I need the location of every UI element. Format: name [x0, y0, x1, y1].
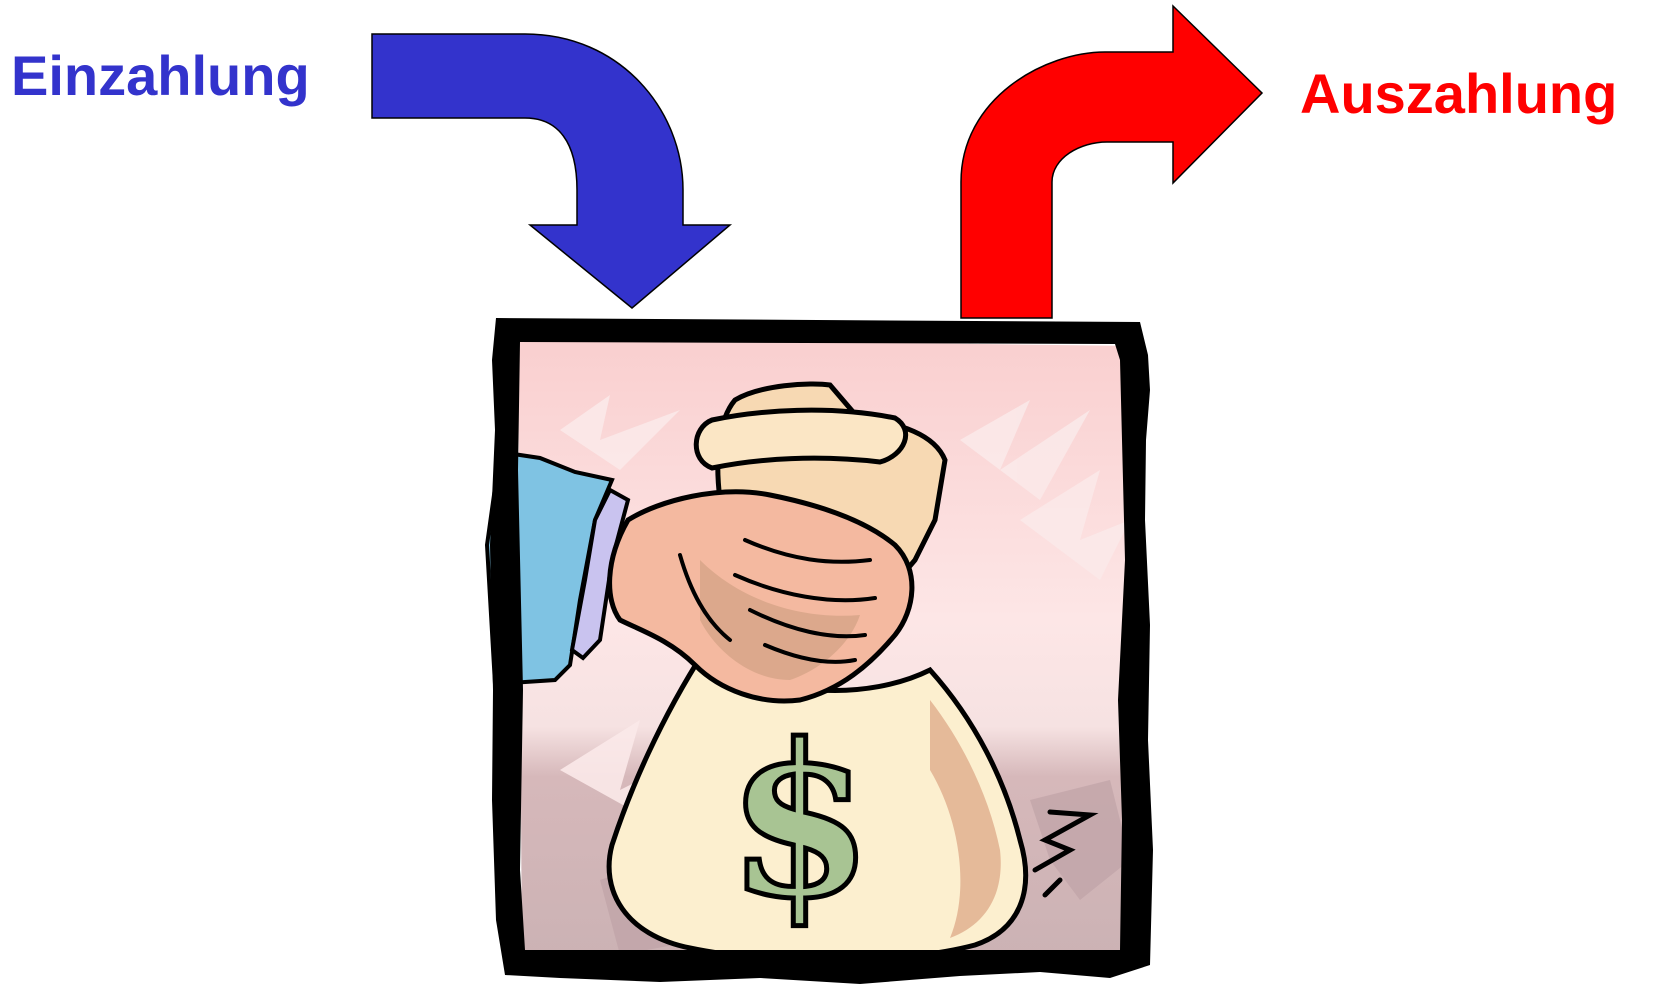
money-bag-picture: $	[487, 318, 1153, 984]
inflow-arrow	[372, 34, 730, 308]
outflow-arrow	[961, 6, 1262, 318]
bag-tie	[696, 410, 905, 468]
svg-text:$: $	[727, 698, 873, 945]
dollar-sign: $	[727, 698, 873, 945]
